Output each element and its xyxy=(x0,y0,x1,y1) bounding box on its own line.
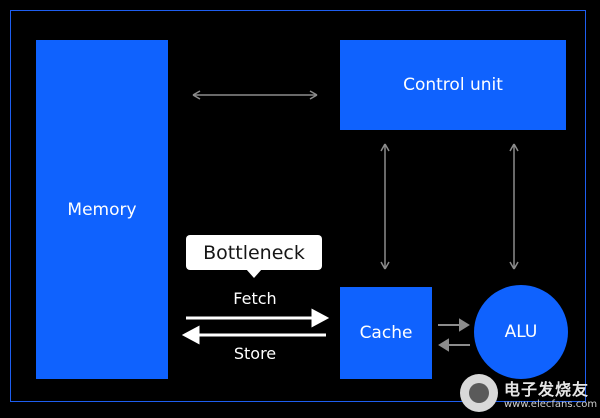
memory-label: Memory xyxy=(67,199,137,220)
watermark: 电子发烧友 www.elecfans.com xyxy=(458,370,598,416)
control-unit-label: Control unit xyxy=(403,75,503,95)
memory-control-arrowhead-left xyxy=(192,90,201,96)
bottleneck-callout: Bottleneck xyxy=(186,235,322,278)
control-unit-block: Control unit xyxy=(340,40,566,130)
memory-control-arrowhead-right xyxy=(309,90,318,96)
watermark-url: www.elecfans.com xyxy=(504,399,598,410)
cache-label: Cache xyxy=(359,323,413,343)
memory-block: Memory xyxy=(36,40,168,379)
alu-label: ALU xyxy=(504,322,538,342)
diagram-frame xyxy=(10,10,586,402)
alu-circle: ALU xyxy=(474,285,568,379)
bottleneck-label: Bottleneck xyxy=(203,241,305,264)
watermark-logo-icon xyxy=(460,374,498,412)
fetch-label: Fetch xyxy=(233,289,277,308)
watermark-title: 电子发烧友 xyxy=(504,380,590,399)
cache-block: Cache xyxy=(340,287,432,379)
store-label: Store xyxy=(233,344,277,363)
